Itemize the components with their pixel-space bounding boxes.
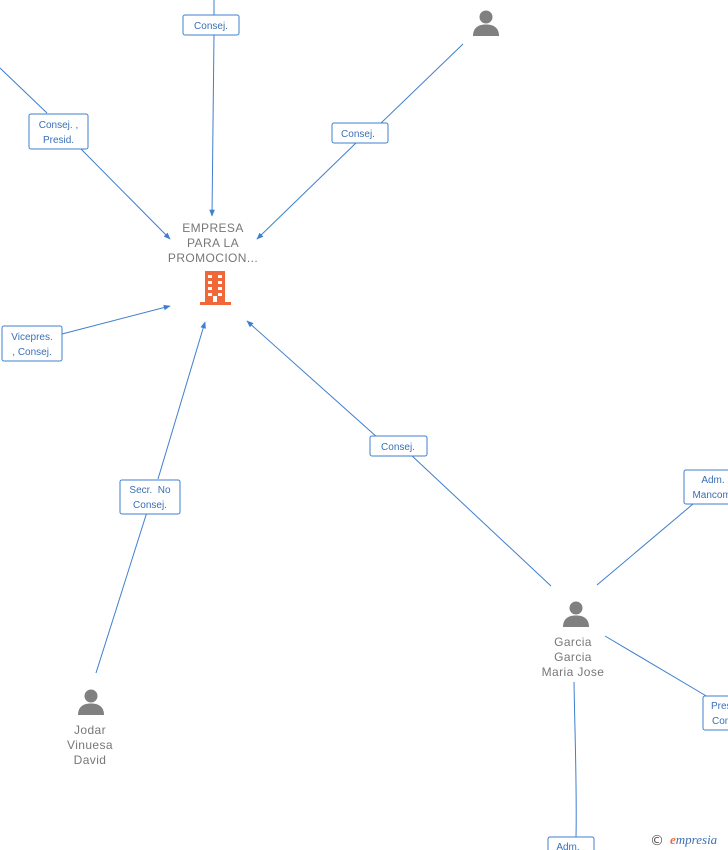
company-name-line-3: PROMOCION... (168, 251, 258, 265)
person-name-line-1: Jodar (74, 723, 106, 737)
label-text-line-2: Mancom. (692, 490, 728, 501)
label-consej-presid[interactable]: Consej. , Presid. (28, 113, 89, 150)
label-text: Consej. (194, 21, 228, 32)
label-text-line-2: Con (712, 716, 728, 727)
person-icon (78, 689, 104, 715)
person-name-line-2: Vinuesa (67, 738, 113, 752)
person-icon (563, 601, 589, 627)
label-text-line-1: Consej. , (39, 120, 78, 131)
company-node[interactable]: EMPRESA PARA LA PROMOCION... (168, 221, 258, 305)
label-secr[interactable]: Secr. No Consej. (119, 479, 181, 515)
company-name-line-2: PARA LA (187, 236, 239, 250)
label-text-line-1: Adm. (701, 475, 724, 486)
label-consej-right[interactable]: Consej. (331, 122, 389, 144)
edge-consej-presid (0, 67, 170, 239)
label-pres-con[interactable]: Pres. Con (702, 695, 728, 731)
person-name-line-3: Maria Jose (542, 665, 605, 679)
copyright-symbol: © (650, 833, 664, 849)
person-name-line-2: Garcia (554, 650, 592, 664)
label-consej-garcia[interactable]: Consej. (369, 435, 428, 457)
edge-secr (95, 322, 205, 674)
person-name-line-3: David (74, 753, 107, 767)
label-vicepres[interactable]: Vicepres. , Consej. (1, 325, 63, 362)
label-adm-mancom[interactable]: Adm. Mancom. (683, 469, 728, 505)
label-text: Consej. (381, 442, 415, 453)
edge-consej-right (257, 43, 464, 239)
edges (0, 0, 709, 839)
edge-adm-bottom (573, 681, 577, 839)
label-text-line-1: Secr. No (129, 485, 171, 496)
label-adm-bottom[interactable]: Adm. (547, 836, 595, 850)
edge-adm-mancom (596, 503, 694, 586)
label-text: Adm. (556, 842, 579, 850)
person-garcia-node[interactable]: Garcia Garcia Maria Jose (542, 601, 605, 680)
label-consej-top[interactable]: Consej. (182, 14, 240, 36)
person-icon (473, 10, 499, 36)
person-jodar-node[interactable]: Jodar Vinuesa David (67, 689, 113, 768)
person-name-line-1: Garcia (554, 635, 592, 649)
edge-pres-con (604, 635, 709, 698)
empresia-logo: empresia (670, 832, 718, 847)
person-top-right-node[interactable] (473, 10, 499, 37)
label-text-line-2: Presid. (43, 135, 74, 146)
company-name-line-1: EMPRESA (182, 221, 243, 235)
label-text-line-2: Consej. (133, 500, 167, 511)
edge-consej-garcia (247, 321, 552, 587)
empresia-watermark: © empresia (650, 832, 718, 849)
label-text-line-1: Vicepres. (11, 332, 53, 343)
building-icon (200, 271, 231, 305)
label-text-line-2: , Consej. (12, 347, 51, 358)
edge-vicepres (61, 304, 171, 335)
label-text-line-1: Pres. (711, 701, 728, 712)
label-text: Consej. (341, 129, 375, 140)
